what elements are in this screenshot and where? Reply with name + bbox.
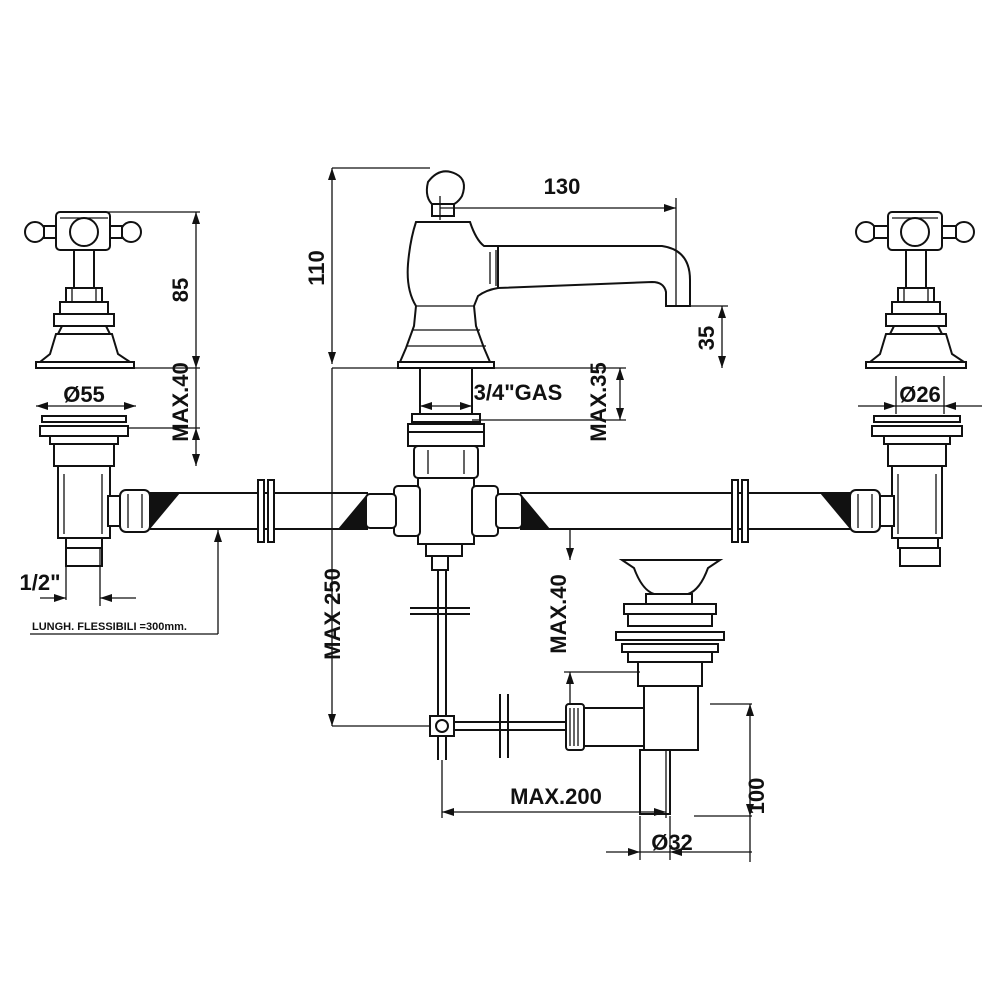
label-diameter-55: Ø55 xyxy=(63,382,105,407)
spout xyxy=(365,170,691,760)
label-max40-left: MAX.40 xyxy=(168,362,193,441)
left-valve xyxy=(24,211,151,567)
label-inlet-thread: 1/2" xyxy=(19,570,60,595)
label-max200: MAX.200 xyxy=(510,784,602,809)
dimension-labels: 130 110 35 85 Ø55 MAX.40 1/2" LUNGH. FLE… xyxy=(19,174,940,855)
right-hose xyxy=(520,479,850,543)
label-max250: MAX 250 xyxy=(320,568,345,660)
label-max40-waste: MAX.40 xyxy=(546,574,571,653)
label-110: 110 xyxy=(304,250,329,286)
label-100: 100 xyxy=(744,778,769,815)
dimension-arrows xyxy=(36,168,956,856)
label-130: 130 xyxy=(544,174,581,199)
left-hose xyxy=(150,479,368,543)
left-cross-handle xyxy=(24,211,142,251)
right-valve xyxy=(849,211,975,567)
right-cross-handle xyxy=(855,211,975,251)
label-max35: MAX.35 xyxy=(586,362,611,441)
label-spout-thread: 3/4"GAS xyxy=(474,380,563,405)
label-diameter-32: Ø32 xyxy=(651,830,693,855)
label-35: 35 xyxy=(694,326,719,350)
label-diameter-26: Ø26 xyxy=(899,382,941,407)
popup-waste xyxy=(565,559,725,815)
label-85: 85 xyxy=(168,278,193,302)
label-hose-length: LUNGH. FLESSIBILI =300mm. xyxy=(32,621,187,633)
